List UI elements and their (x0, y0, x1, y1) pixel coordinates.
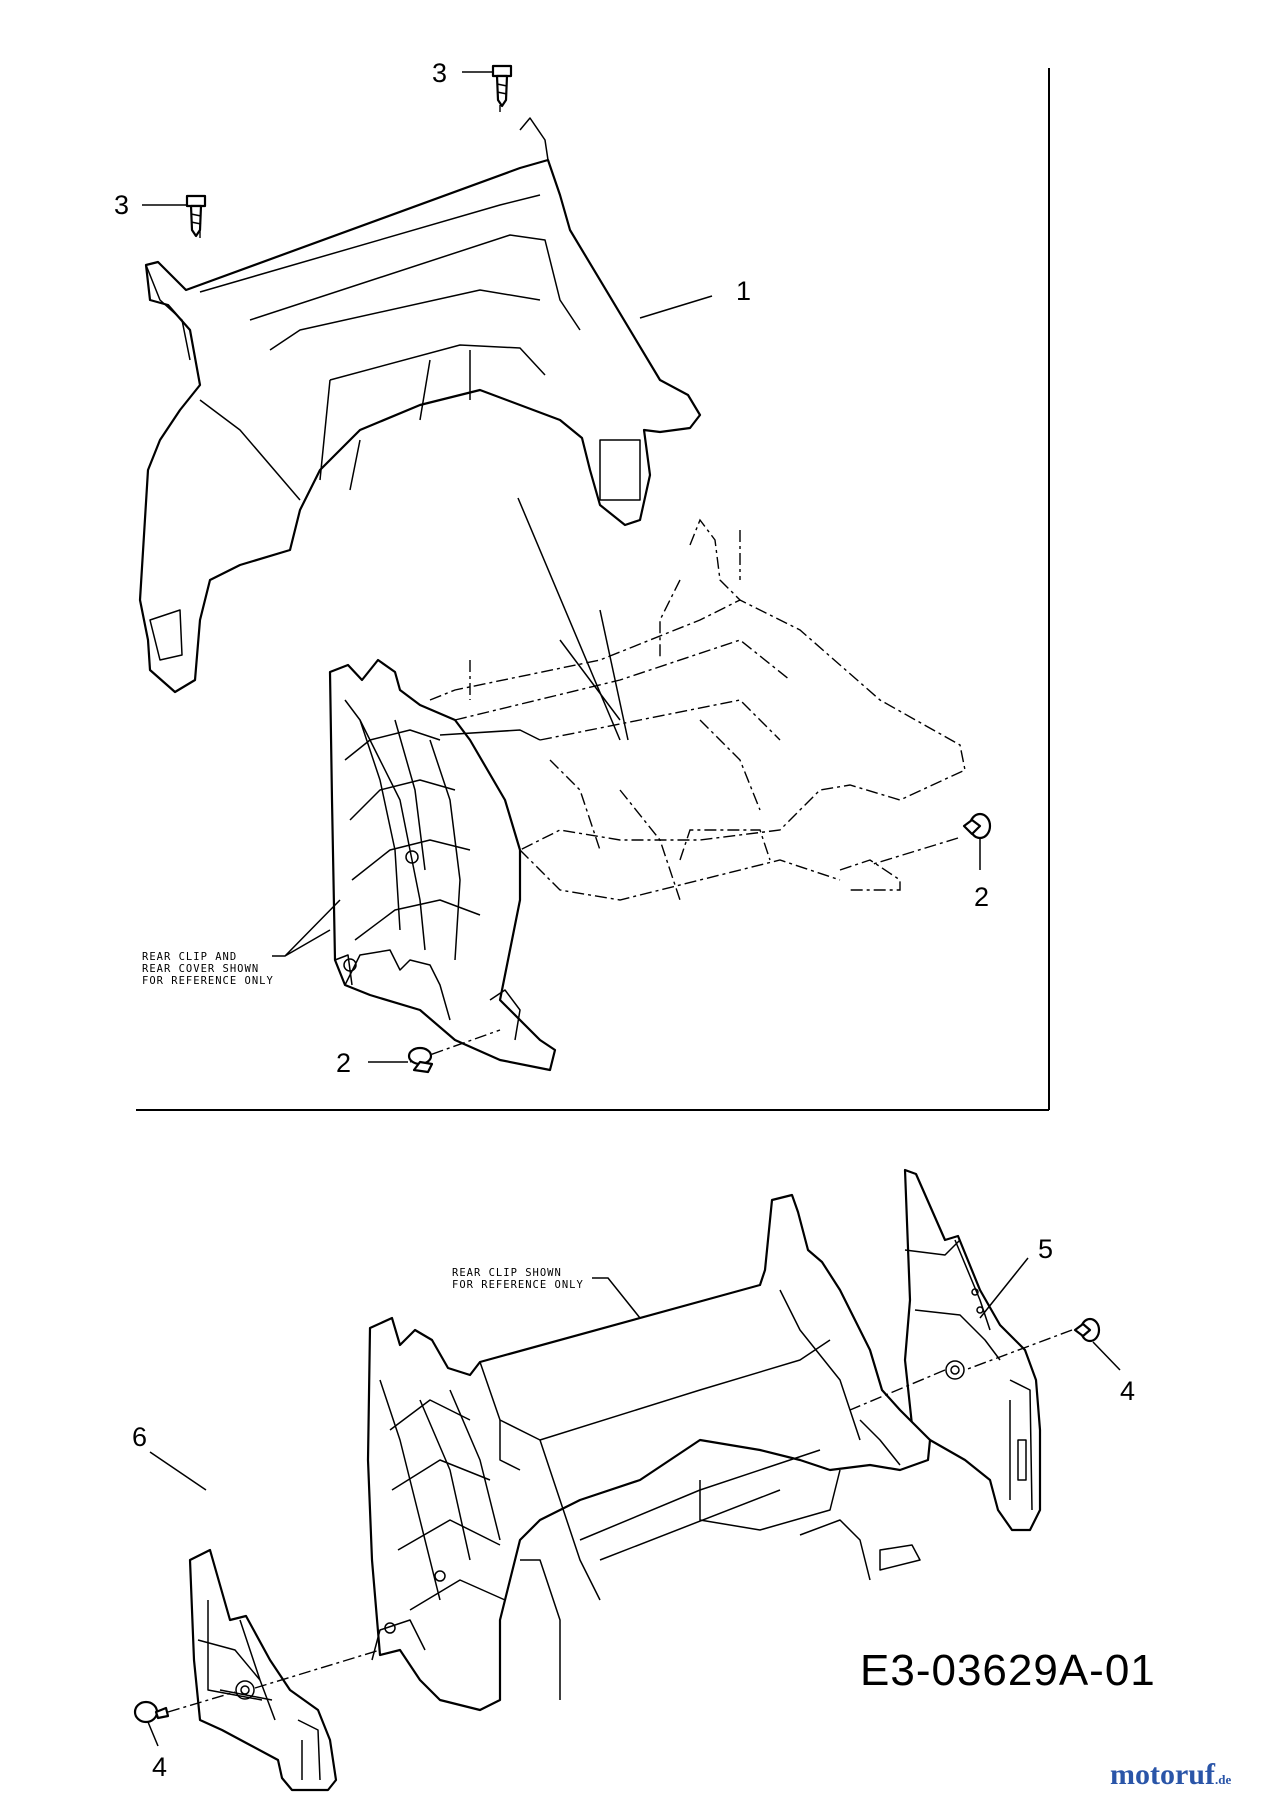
part-2-clip-right (962, 812, 992, 840)
callout-3-top: 3 (432, 58, 447, 88)
reference-note-upper-line1: REAR CLIP AND (142, 951, 237, 963)
part-4-clip-left (133, 1700, 170, 1724)
part-3-screw-top (491, 64, 513, 108)
reference-note-upper-line2: REAR COVER SHOWN (142, 963, 259, 975)
callout-4-right: 4 (1120, 1376, 1135, 1406)
callout-2-bottom: 2 (336, 1048, 351, 1078)
callout-1: 1 (736, 276, 751, 306)
upper-callout-leaders (142, 71, 981, 1063)
reference-note-upper-line3: FOR REFERENCE ONLY (142, 975, 274, 987)
callout-2-right: 2 (974, 882, 989, 912)
part-2-clip-bottom (407, 1046, 434, 1074)
part-3-screw-left (185, 194, 207, 238)
watermark-logo: motoruf.de (1110, 1758, 1231, 1792)
reference-note-upper: REAR CLIP AND REAR COVER SHOWN FOR REFER… (142, 951, 274, 987)
part-6-left-side-plate (188, 1548, 338, 1792)
watermark-name: motoruf (1110, 1758, 1215, 1791)
upper-explode-lines (199, 105, 959, 1063)
callout-6: 6 (132, 1422, 147, 1452)
reference-note-lower: REAR CLIP SHOWN FOR REFERENCE ONLY (452, 1267, 584, 1291)
part-4-clip-right (1073, 1317, 1101, 1343)
watermark-tld: .de (1214, 1772, 1232, 1787)
reference-note-lower-line1: REAR CLIP SHOWN (452, 1267, 562, 1279)
drawing-code: E3-03629A-01 (860, 1646, 1156, 1695)
callout-4-left: 4 (152, 1752, 167, 1782)
callout-3-left: 3 (114, 190, 129, 220)
part-1-rear-cover (138, 117, 702, 694)
lower-explode-lines (147, 1257, 1121, 1747)
upper-panel-frame (136, 68, 1050, 1111)
reference-rear-clip-assembly (328, 518, 966, 1072)
callout-5: 5 (1038, 1234, 1053, 1264)
reference-note-lower-line2: FOR REFERENCE ONLY (452, 1279, 584, 1291)
